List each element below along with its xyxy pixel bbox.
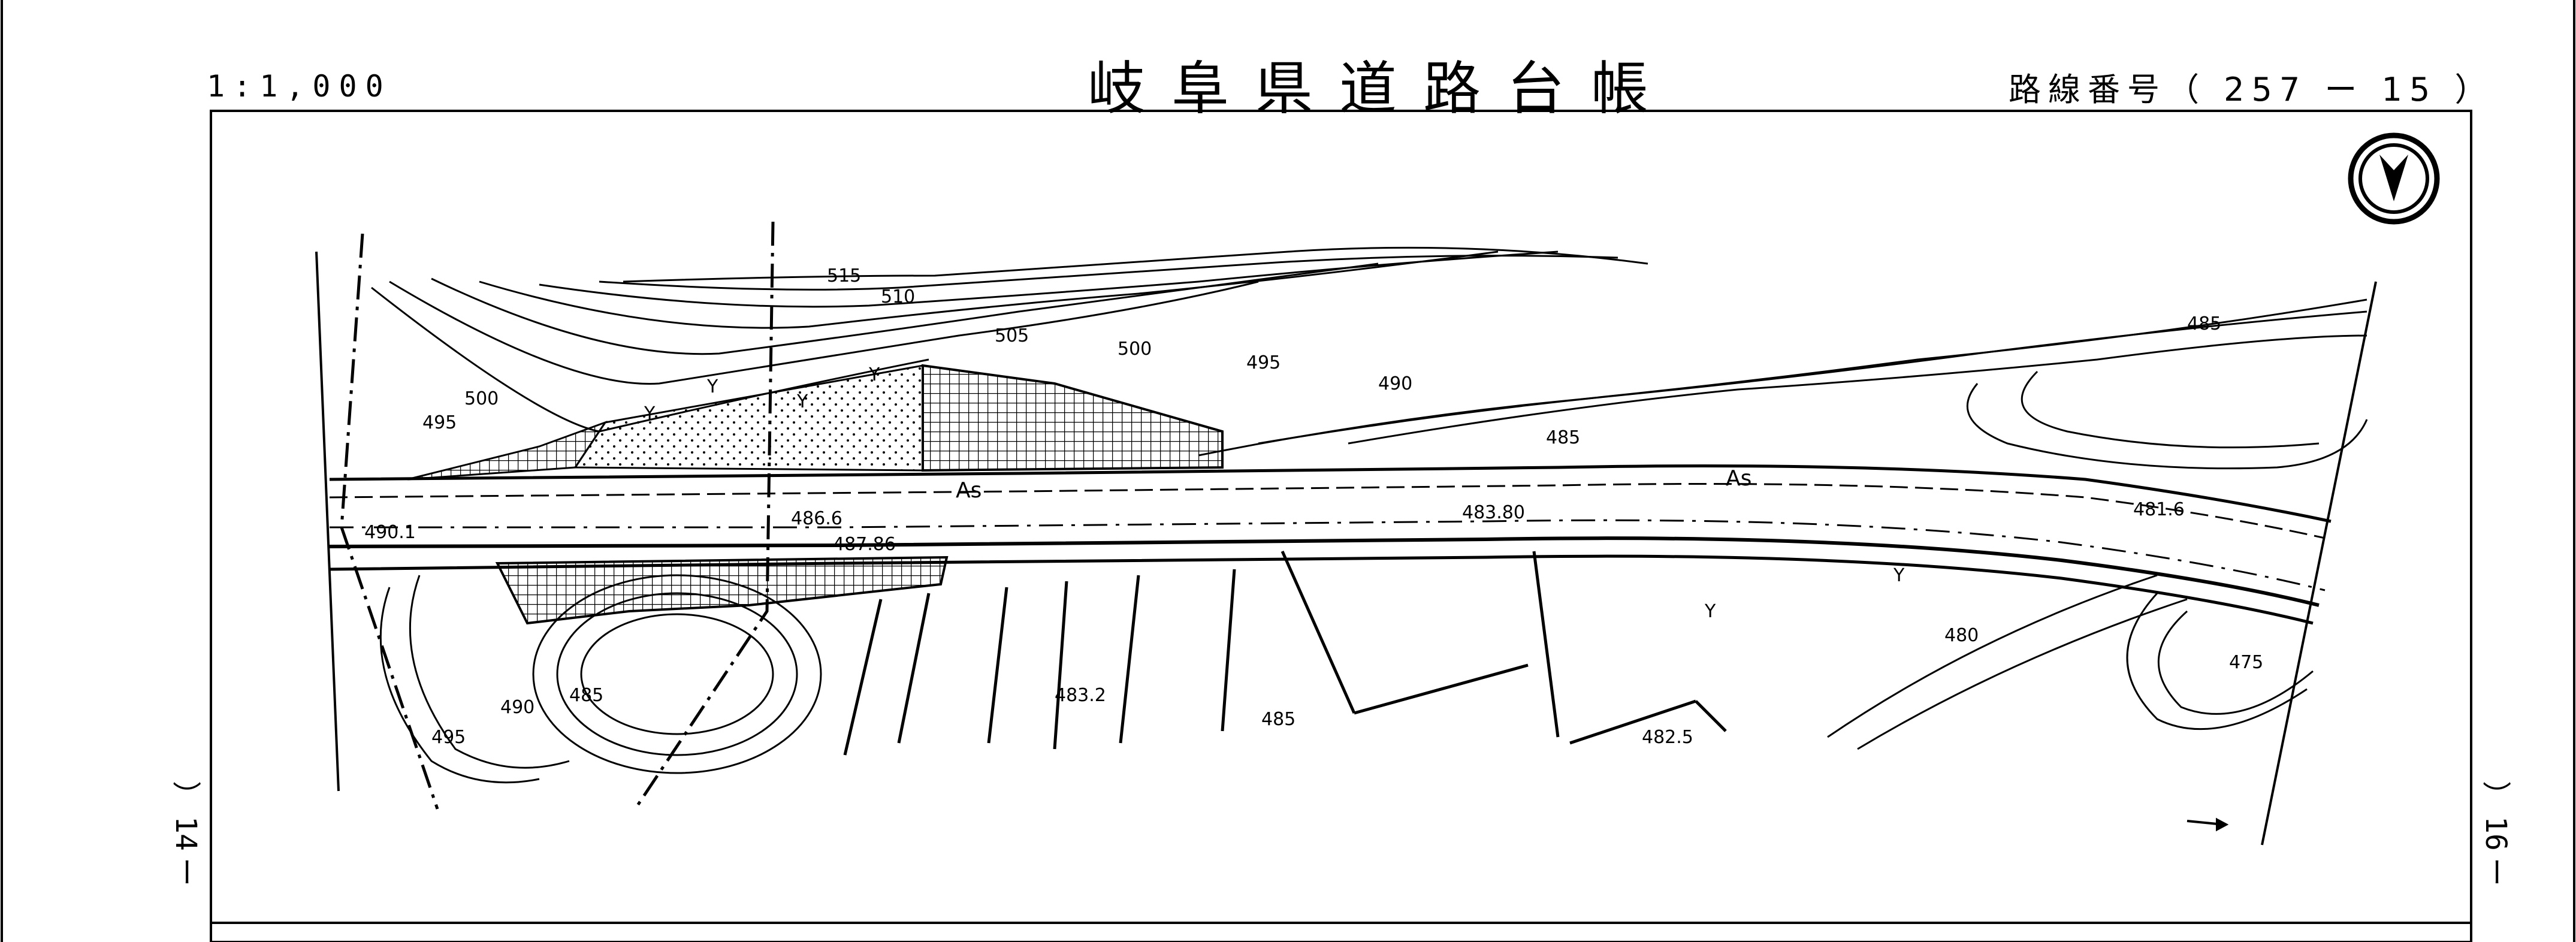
elevation-label: 486.6 [791, 508, 842, 529]
contour-label: 515 [827, 265, 861, 286]
chainage-lines [340, 221, 775, 810]
north-arrow-icon [2348, 132, 2440, 225]
contour-label: 500 [1118, 339, 1152, 360]
land-use-symbol: Y [644, 403, 656, 424]
contour-label: 495 [1246, 352, 1281, 373]
field-parcels [843, 550, 1727, 756]
land-use-symbol: Y [1893, 565, 1905, 586]
contour-label: 505 [995, 325, 1029, 346]
land-use-symbol: Y [706, 376, 718, 397]
land-use-symbol: Y [796, 391, 808, 412]
sheet-boundary-lines [315, 251, 2377, 846]
road-surface-label: As [1726, 466, 1751, 491]
scale-label: 1:1,000 [207, 69, 392, 104]
elevation-label: 483.2 [1055, 685, 1106, 706]
road-surface-label: As [956, 478, 982, 503]
elevation-label: 481.6 [2133, 499, 2185, 520]
elevation-label: 482.5 [1642, 727, 1693, 748]
contour-label: 510 [881, 286, 915, 307]
contours-lower [379, 574, 2314, 784]
contour-label: 500 [464, 388, 499, 409]
elevation-label: 483.80 [1462, 502, 1525, 523]
retaining-wall-upper [922, 364, 1224, 472]
prev-sheet-reference: ） 14 ー [168, 780, 203, 887]
elevation-label: 490.1 [364, 522, 416, 543]
contours-upper [371, 246, 2368, 470]
land-use-symbol: Y [1704, 601, 1716, 622]
contour-label: 480 [1944, 625, 1979, 646]
contour-label: 485 [1546, 427, 1580, 448]
land-use-symbol: Y [868, 364, 880, 385]
elevation-label: 487.86 [833, 534, 896, 555]
route-number: 路線番号（ 257 ー 15 ） [2009, 71, 2495, 108]
next-sheet-reference: ） 16 ー [2478, 780, 2512, 887]
page-title: 岐阜県道路台帳 [1088, 55, 1675, 122]
contour-label: 485 [2187, 313, 2221, 334]
map-labels: As As 490.1 486.6 483.80 481.6 487.86 48… [364, 265, 2263, 748]
contour-label: 495 [431, 727, 466, 748]
prev-sheet-number: 14 [168, 816, 203, 851]
contour-label: 475 [2229, 652, 2263, 673]
contour-label: 490 [1378, 373, 1412, 394]
next-sheet-number: 16 [2478, 816, 2512, 851]
contour-label: 485 [1261, 709, 1295, 730]
direction-arrow-icon [2187, 817, 2229, 832]
map-frame [210, 110, 2472, 942]
contour-label: 485 [569, 685, 603, 706]
contour-label: 490 [500, 697, 534, 718]
slope-hatch-left [407, 421, 608, 481]
contour-label: 495 [422, 412, 457, 433]
road [329, 464, 2332, 625]
